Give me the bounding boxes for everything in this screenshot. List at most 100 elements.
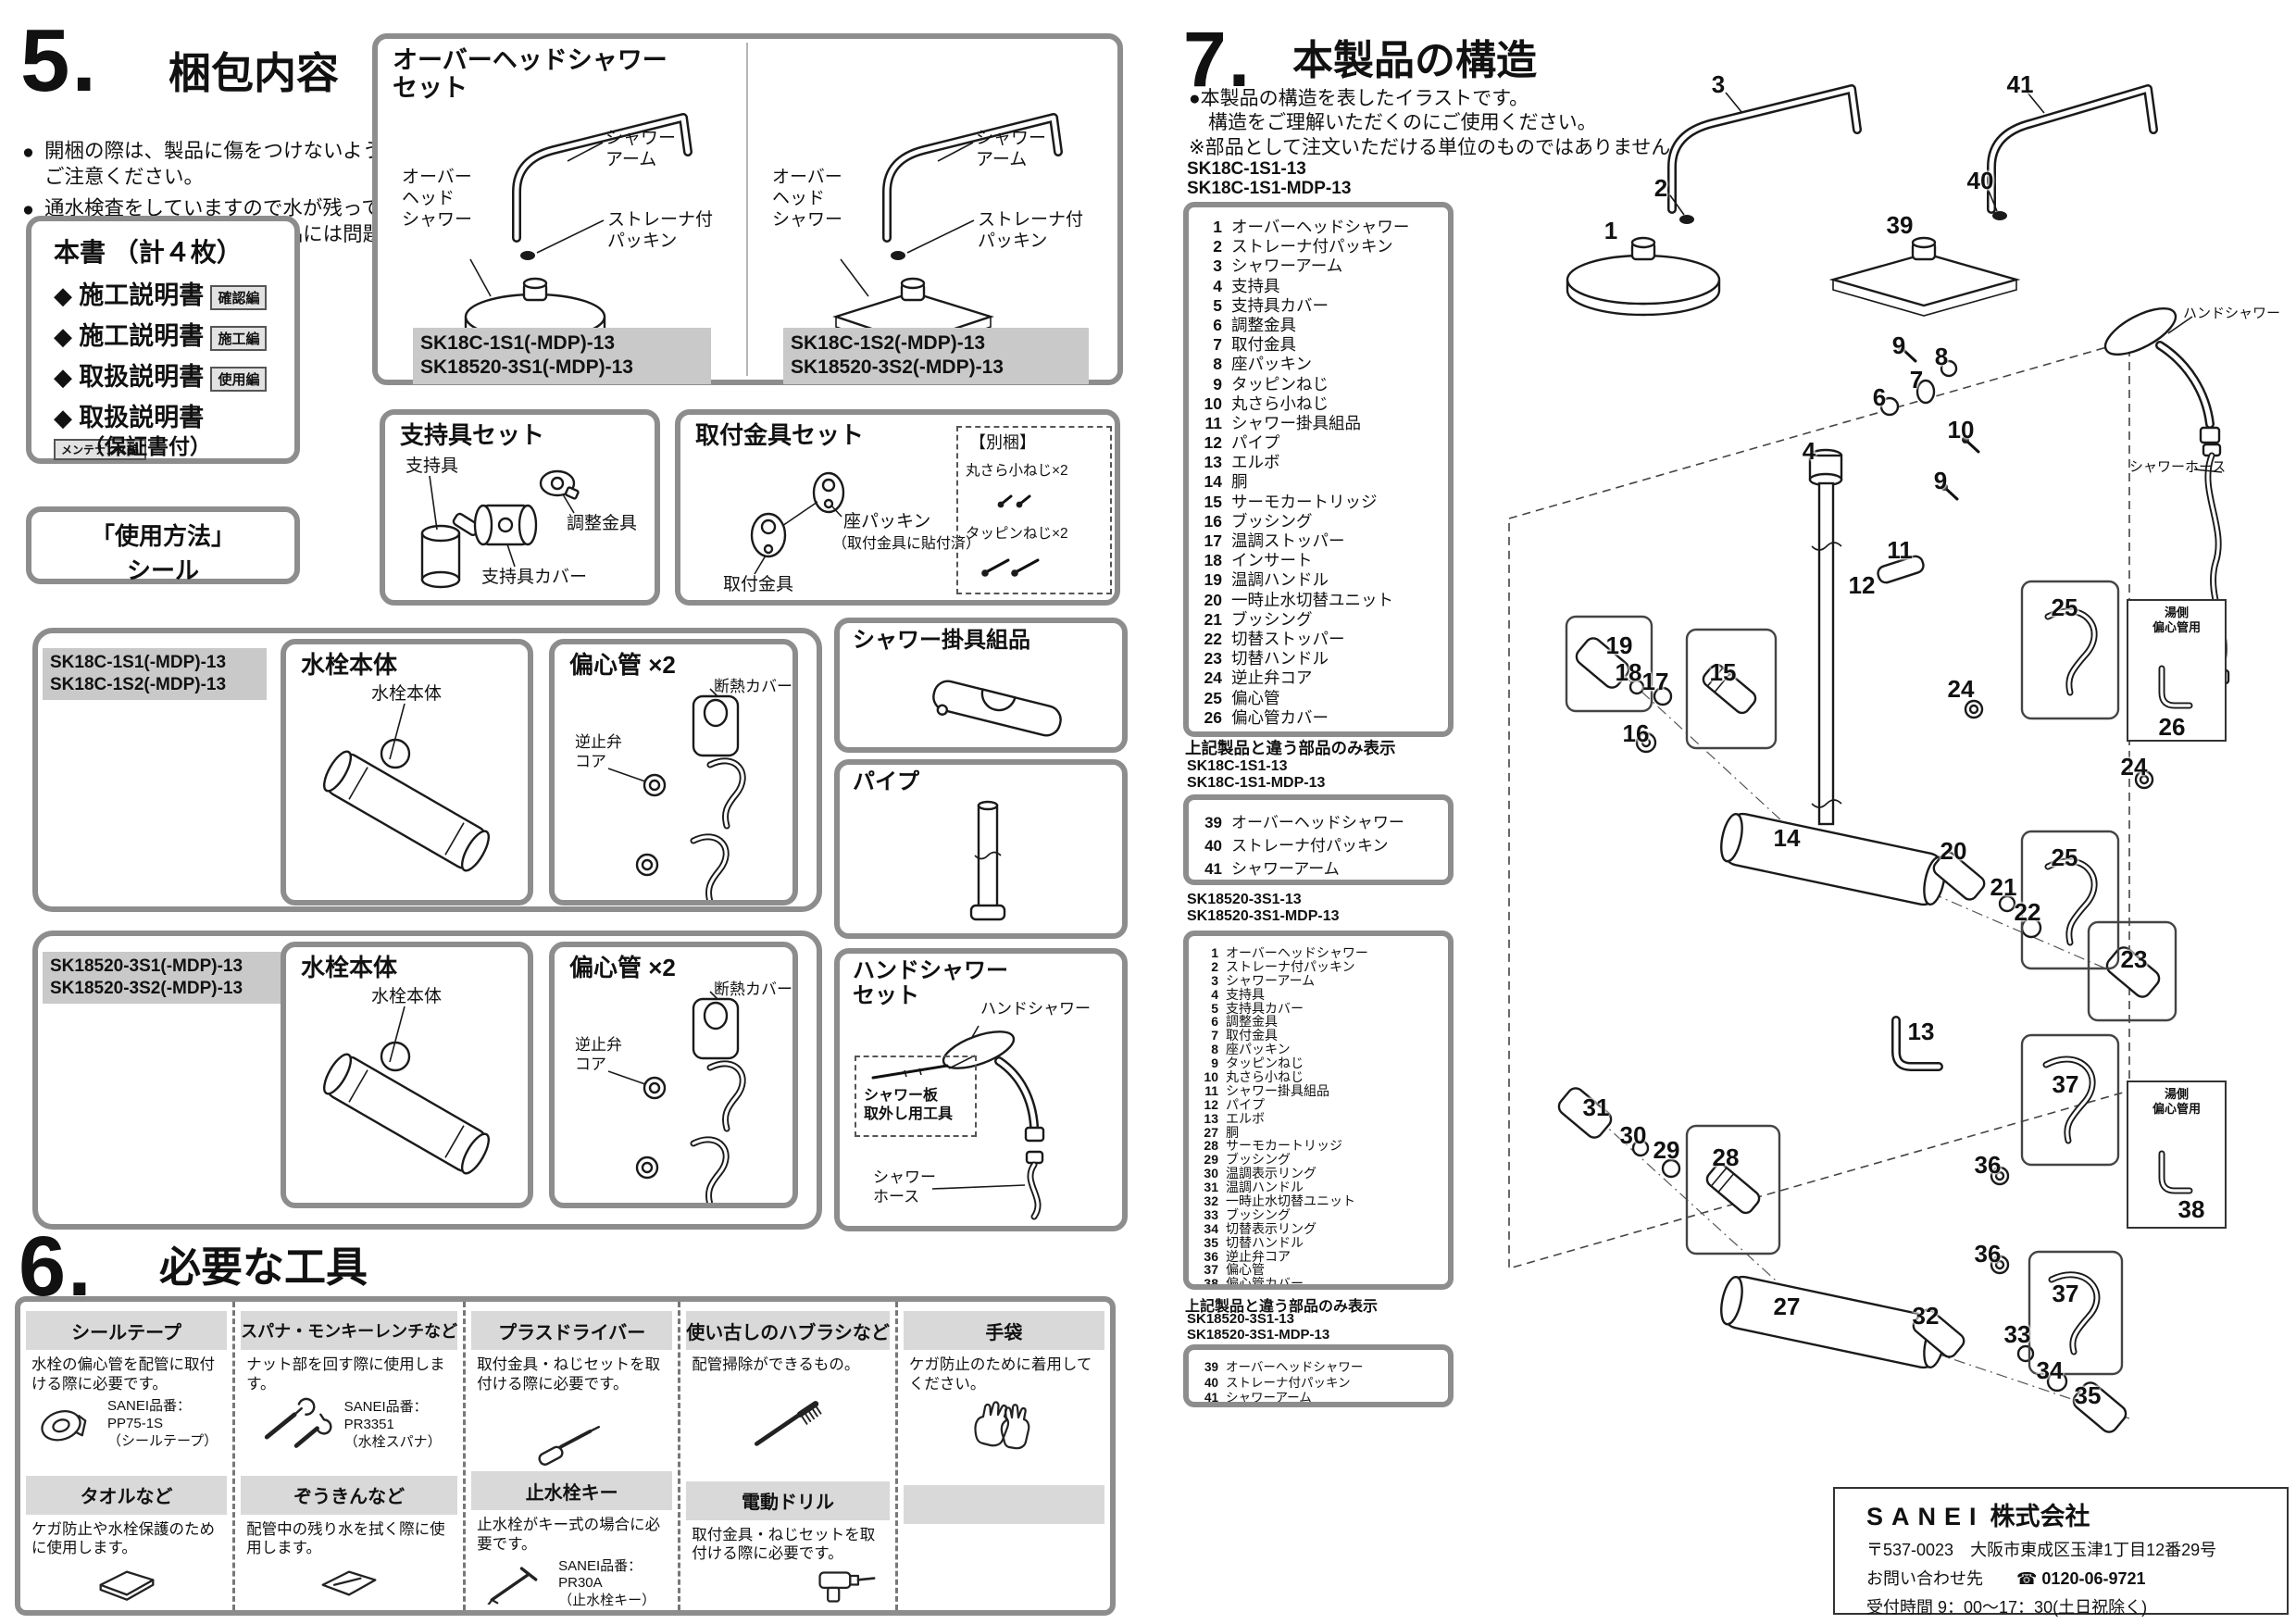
part-number-callout: 37 [2052,1070,2079,1098]
switch-display-ring [2046,1370,2068,1393]
switch-handle [2105,946,2161,998]
mount-set-title: 取付金具セット [695,421,865,449]
part-number-callout: 3 [1711,70,1726,98]
bushing-ring [2016,1344,2035,1363]
tool-part-number: SANEI品番：PR30A（止水栓キー） [558,1557,656,1609]
part-number-callout: 4 [1802,437,1816,465]
overhead-box-title: オーバーヘッドシャワーセット [393,46,668,103]
faucet-knob [380,1041,411,1072]
company-address: 〒537-0023 大阪市東成区玉津1丁目12番29号 [1866,1541,2217,1559]
support-set-title: 支持具セット [400,421,545,449]
label-hand-shower: ハンドシャワー [980,1000,1091,1018]
stop-switch-unit [1932,851,1986,901]
label-mount-bracket: 取付金具 [723,575,794,594]
pipe-drawing [969,800,1006,921]
label-shower-hose: シャワーホース [2129,459,2227,475]
mounting-hardware [1879,344,1980,501]
part-number-callout: 12 [1848,571,1876,599]
company-contact: お問い合わせ先 ☎ 0120-06-9721 [1866,1569,2146,1588]
part-number-callout: 9 [1933,467,1948,494]
part-number-callout: 40 [1966,167,1994,194]
label-support-cover: 支持具カバー [481,568,588,587]
thermo-cartridge-lower [1705,1163,1761,1215]
tool-part-number: SANEI品番：PR3351（水栓スパナ） [343,1399,442,1450]
doc-tag-badge: 使用編 [210,366,268,392]
separate-pack-box: 【別梱】 丸さら小ねじ×2 タッピンねじ×2 [956,426,1112,594]
part-number-callout: 10 [1947,416,1975,443]
tools-column-toothbrush: 使い古しのハブラシなど 配管掃除ができるもの。 電動ドリル 取付金具・ねじセット… [678,1302,895,1610]
temp-handle-lower [1557,1087,1613,1139]
tool-desc: 配管掃除ができるもの。 [692,1356,860,1373]
part-number-callout: 8 [1934,343,1949,370]
section7-title: 本製品の構造 [1292,38,1537,83]
tools-column-screwdriver: プラスドライバー 取付金具・ねじセットを取付ける際に必要です。 止水栓キー 止水… [463,1302,678,1610]
label-insulation-cover: 断熱カバー [714,678,792,695]
part-number-callout: 24 [1947,675,1975,703]
bushing-ring [1661,1158,1681,1179]
section5-number: 5. [20,11,99,110]
switch-handle-lower [2072,1381,2128,1433]
support-set-drawing [420,469,580,589]
tapping-screws [981,558,1040,577]
section7-number: 7. [1183,16,1253,103]
usage-seal-line2: シール [126,556,199,584]
part-number-callout: 2 [1653,174,1668,202]
eccentric-pipe-drawing [607,688,746,900]
section6-title: 必要な工具 [159,1243,368,1291]
faucet-body-box-1: 水栓本体 水栓本体 [281,639,533,906]
label-faucet-body: 水栓本体 [371,987,443,1006]
screwdriver-icon [538,1426,600,1467]
shower-hanger [1877,555,1925,584]
tool-desc: ケガ防止や水栓保護のために使用します。 [31,1520,215,1557]
hand-shower [2103,307,2221,444]
eccentric-pipe-box-title: 偏心管 ×2 [569,651,676,679]
hot-side-box-lower [2127,1081,2227,1229]
mount-bracket-part [750,512,787,558]
part-number-callout: 32 [1912,1302,1940,1330]
cloth-icon [321,1570,377,1596]
part-number-callout: 25 [2051,593,2078,621]
part-number-callout: 19 [1605,631,1633,659]
document-item-sub: （保証書付） [83,434,211,458]
tools-table: シールテープ 水栓の偏心管を配管に取付ける際に必要です。 SANEI品番：PP7… [15,1296,1116,1616]
strainer-packing-round [520,251,535,260]
phone-number: ☎ 0120-06-9721 [2016,1569,2146,1588]
label-check-valve-core: 逆止弁コア [575,733,622,770]
shower-arm-round [1667,84,1862,214]
label-hot-side-lower: 湯側偏心管用 [2152,1087,2201,1117]
label-check-valve-core: 逆止弁コア [575,1036,622,1073]
check-valve-core-part [643,1076,667,1100]
section6-number: 6. [19,1219,94,1314]
label-shower-hose: シャワーホース [873,1168,936,1206]
part-number-callout: 36 [1974,1151,2002,1179]
tool-desc: ナット部を回す際に使用します。 [246,1356,445,1393]
part-number-callout: 24 [2120,753,2148,781]
part-number-callout: 27 [1773,1293,1801,1320]
label-strainer-square: ストレーナ付パッキン [978,210,1084,252]
